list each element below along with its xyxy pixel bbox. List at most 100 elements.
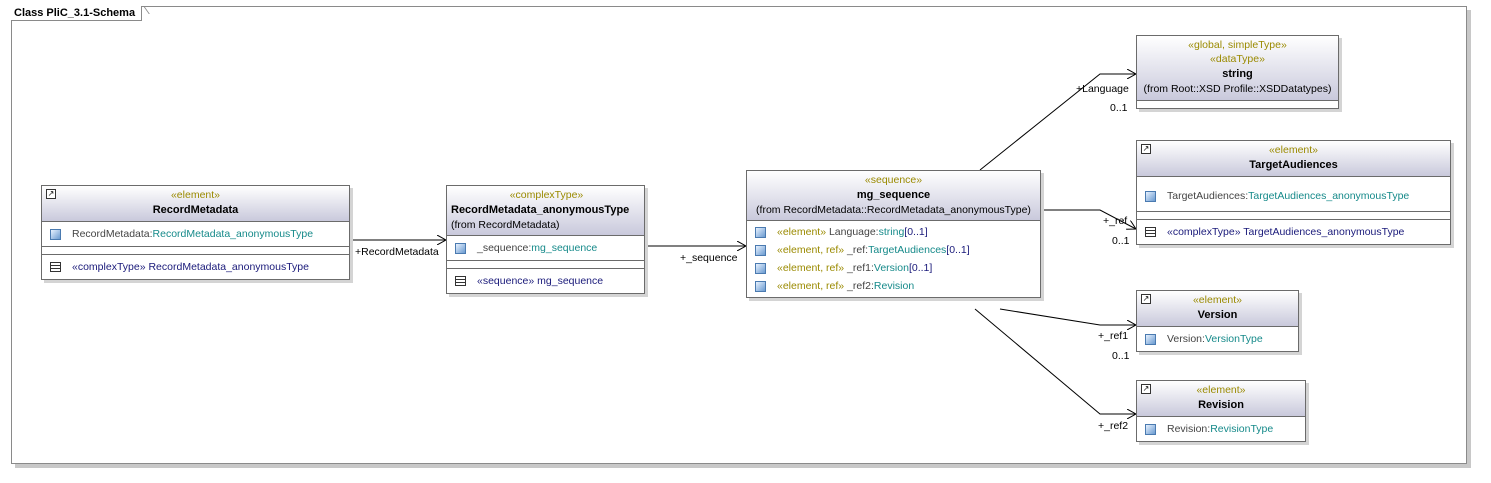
element-link-icon: ↗ xyxy=(1141,144,1151,154)
nested-compartment: «complexType» RecordMetadata_anonymousTy… xyxy=(42,255,349,279)
stereotype-secondary: «dataType» xyxy=(1210,53,1265,65)
attribute-type: string xyxy=(878,226,905,238)
class-string[interactable]: «global, simpleType» «dataType» string (… xyxy=(1136,35,1339,109)
class-name: Version xyxy=(1197,309,1238,321)
role-label-recordmetadata: +RecordMetadata xyxy=(355,246,439,258)
attribute-row-ref2[interactable]: «element, ref» _ref2:Revision xyxy=(747,277,1040,295)
attribute-name: RecordMetadata: xyxy=(72,228,153,240)
attribute-row[interactable]: RecordMetadata:RecordMetadata_anonymousT… xyxy=(42,225,349,243)
attribute-name: _ref2: xyxy=(844,280,874,292)
attribute-name: _ref: xyxy=(844,244,869,256)
class-record-metadata-anonymous-type[interactable]: «complexType» RecordMetadata_anonymousTy… xyxy=(446,185,645,294)
class-revision[interactable]: ↗ «element» Revision Revision:RevisionTy… xyxy=(1136,380,1306,442)
class-record-metadata[interactable]: ↗ «element» RecordMetadata RecordMetadat… xyxy=(41,185,350,280)
class-mg-sequence[interactable]: «sequence» mg_sequence (from RecordMetad… xyxy=(746,170,1041,298)
role-label-language: +Language xyxy=(1076,83,1129,95)
attribute-name: Language: xyxy=(826,226,879,238)
attribute-row[interactable]: _sequence:mg_sequence xyxy=(447,239,644,257)
operations-compartment xyxy=(1137,212,1450,220)
attribute-name: _ref1: xyxy=(844,262,874,274)
stereotype: «element» xyxy=(1192,294,1243,306)
class-target-audiences[interactable]: ↗ «element» TargetAudiences TargetAudien… xyxy=(1136,140,1451,245)
connector-ref[interactable] xyxy=(1040,209,1136,229)
attribute-stereotype: «element, ref» xyxy=(777,262,845,274)
attribute-type: Revision xyxy=(873,280,915,292)
attribute-row-ref[interactable]: «element, ref» _ref:TargetAudiences[0..1… xyxy=(747,241,1040,259)
class-name: TargetAudiences xyxy=(1249,159,1338,171)
nested-name: RecordMetadata_anonymousType xyxy=(148,261,309,273)
role-label-sequence: +_sequence xyxy=(680,252,738,264)
attributes-compartment: Revision:RevisionType xyxy=(1137,417,1305,441)
element-link-icon: ↗ xyxy=(1141,384,1151,394)
attribute-row-language[interactable]: «element» Language:string[0..1] xyxy=(747,223,1040,241)
attribute-row-ref1[interactable]: «element, ref» _ref1:Version[0..1] xyxy=(747,259,1040,277)
attribute-type: TargetAudiences_anonymousType xyxy=(1248,190,1410,202)
multiplicity-ref1: 0..1 xyxy=(1112,350,1130,362)
nested-row[interactable]: «complexType» TargetAudiences_anonymousT… xyxy=(1137,223,1450,241)
class-name: RecordMetadata xyxy=(152,204,239,216)
attribute-icon xyxy=(1145,334,1156,345)
attribute-icon xyxy=(50,229,61,240)
frame-title: Class PliC_3.1-Schema xyxy=(11,6,143,21)
attribute-type: mg_sequence xyxy=(531,242,598,254)
connector-ref2[interactable] xyxy=(974,308,1136,414)
attribute-multiplicity: [0..1] xyxy=(946,244,970,256)
attribute-type: Version xyxy=(873,262,909,274)
attributes-compartment: «element» Language:string[0..1] «element… xyxy=(747,221,1040,297)
attributes-compartment: _sequence:mg_sequence xyxy=(447,236,644,261)
nested-type-icon xyxy=(1145,227,1156,237)
nested-name: mg_sequence xyxy=(537,275,604,287)
attribute-name: Version: xyxy=(1167,333,1205,345)
role-label-ref: +_ref xyxy=(1103,215,1128,227)
class-header: ↗ «element» Revision xyxy=(1137,381,1305,417)
attributes-compartment: TargetAudiences:TargetAudiences_anonymou… xyxy=(1137,177,1450,212)
attribute-row[interactable]: Revision:RevisionType xyxy=(1137,420,1305,438)
class-header: «global, simpleType» «dataType» string (… xyxy=(1137,36,1338,101)
stereotype: «complexType» xyxy=(509,189,584,201)
nested-compartment: «sequence» mg_sequence xyxy=(447,269,644,293)
class-version[interactable]: ↗ «element» Version Version:VersionType xyxy=(1136,290,1299,352)
stereotype: «global, simpleType» xyxy=(1188,39,1287,51)
attributes-compartment: RecordMetadata:RecordMetadata_anonymousT… xyxy=(42,222,349,247)
operations-compartment xyxy=(42,247,349,255)
attribute-name: Revision: xyxy=(1167,423,1211,435)
stereotype: «element» xyxy=(1196,384,1246,396)
stereotype: «sequence» xyxy=(864,174,923,186)
attribute-type: RecordMetadata_anonymousType xyxy=(152,228,314,240)
class-header: «sequence» mg_sequence (from RecordMetad… xyxy=(747,171,1040,221)
attribute-icon xyxy=(455,243,466,254)
role-label-ref2: +_ref2 xyxy=(1098,420,1129,432)
class-header: ↗ «element» Version xyxy=(1137,291,1298,327)
attribute-icon xyxy=(755,245,766,256)
attribute-stereotype: «element, ref» xyxy=(777,280,845,292)
attribute-name: _sequence: xyxy=(477,242,532,254)
attribute-type: VersionType xyxy=(1204,333,1263,345)
attribute-multiplicity: [0..1] xyxy=(908,262,933,274)
attribute-name: TargetAudiences: xyxy=(1167,190,1249,202)
element-link-icon: ↗ xyxy=(1141,294,1151,304)
attribute-icon xyxy=(755,227,766,238)
connector-ref1[interactable] xyxy=(999,308,1136,325)
attributes-compartment xyxy=(1137,101,1338,108)
nested-row[interactable]: «sequence» mg_sequence xyxy=(447,272,644,290)
stereotype: «element» xyxy=(1268,144,1319,156)
class-origin: (from RecordMetadata::RecordMetadata_ano… xyxy=(756,204,1031,216)
attribute-type: TargetAudiences xyxy=(868,244,947,256)
nested-stereotype: «complexType» xyxy=(1167,226,1241,238)
attribute-row[interactable]: TargetAudiences:TargetAudiences_anonymou… xyxy=(1137,187,1450,205)
class-origin: (from Root::XSD Profile::XSDDatatypes) xyxy=(1143,83,1332,95)
attribute-row[interactable]: Version:VersionType xyxy=(1137,330,1298,348)
attribute-stereotype: «element» xyxy=(777,226,827,238)
attribute-icon xyxy=(755,263,766,274)
nested-stereotype: «sequence» xyxy=(477,275,535,287)
nested-compartment: «complexType» TargetAudiences_anonymousT… xyxy=(1137,220,1450,244)
attributes-compartment: Version:VersionType xyxy=(1137,327,1298,351)
multiplicity-language: 0..1 xyxy=(1110,102,1128,114)
class-origin: (from RecordMetadata) xyxy=(451,219,560,231)
connector-language[interactable] xyxy=(979,74,1136,171)
class-header: ↗ «element» TargetAudiences xyxy=(1137,141,1450,177)
attribute-icon xyxy=(755,281,766,292)
multiplicity-ref: 0..1 xyxy=(1112,235,1130,247)
nested-row[interactable]: «complexType» RecordMetadata_anonymousTy… xyxy=(42,258,349,276)
